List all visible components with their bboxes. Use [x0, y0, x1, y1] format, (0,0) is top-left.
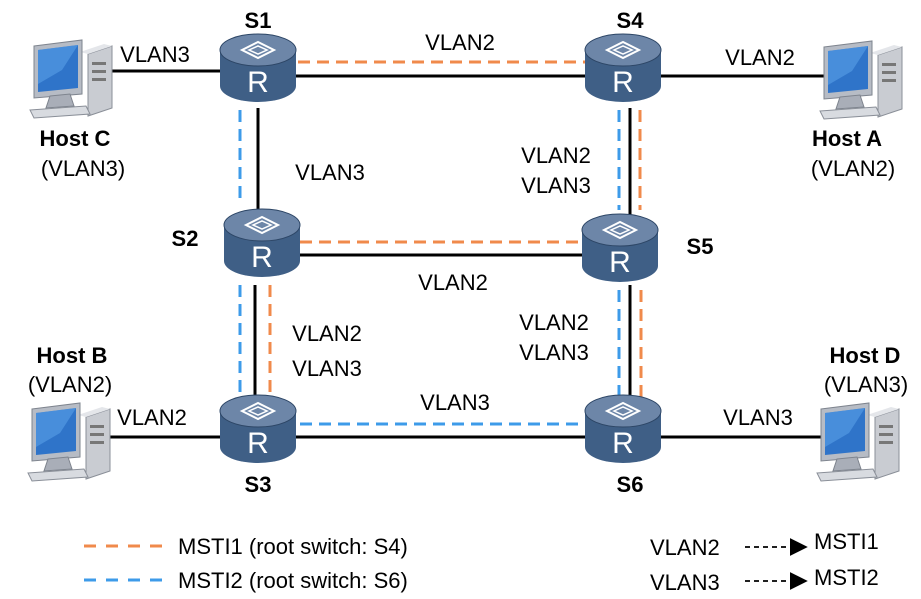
link-label-s1-s4: VLAN2	[425, 30, 495, 55]
switch-s2: R S2	[172, 208, 301, 278]
link-label-s2-s5: VLAN2	[418, 270, 488, 295]
host-c-name: Host C	[40, 126, 111, 151]
computer-icon	[819, 40, 903, 120]
legend-msti1-label: MSTI1 (root switch: S4)	[178, 534, 408, 559]
host-d-vlan: (VLAN3)	[824, 372, 908, 397]
router-glyph-s6: R	[612, 427, 634, 460]
msti2-path	[238, 110, 621, 426]
legend-map1-instance: MSTI1	[814, 529, 879, 554]
link-label-s1-s2: VLAN3	[295, 160, 365, 185]
host-a-name: Host A	[812, 126, 882, 151]
legend-msti2-label: MSTI2 (root switch: S6)	[178, 568, 408, 593]
switch-s1: R S1	[219, 8, 297, 103]
link-label-s5-s6-b: VLAN3	[519, 340, 589, 365]
host-a-vlan: (VLAN2)	[811, 156, 895, 181]
legend-map2-instance: MSTI2	[814, 565, 879, 590]
switch-s4-label: S4	[617, 8, 645, 33]
switch-s1-label: S1	[245, 8, 272, 33]
link-label-s6-hostd: VLAN3	[723, 405, 793, 430]
router-glyph-s2: R	[251, 241, 273, 274]
computer-icon	[816, 402, 900, 482]
host-b: Host B (VLAN2)	[27, 343, 112, 482]
switch-s3: R S3	[219, 394, 297, 497]
switch-s2-label: S2	[172, 226, 199, 251]
host-d-name: Host D	[830, 343, 901, 368]
router-glyph-s1: R	[247, 66, 269, 99]
link-label-s2-s3-b: VLAN3	[292, 356, 362, 381]
switch-s3-label: S3	[245, 472, 272, 497]
link-label-s5-s6-a: VLAN2	[519, 310, 589, 335]
host-c-vlan: (VLAN3)	[41, 156, 125, 181]
router-glyph-s5: R	[609, 246, 631, 279]
link-label-s4-hosta: VLAN2	[725, 45, 795, 70]
host-c: Host C (VLAN3)	[29, 39, 125, 181]
link-label-s2-s3-a: VLAN2	[292, 321, 362, 346]
link-label-s3-s6: VLAN3	[420, 390, 490, 415]
host-a: Host A (VLAN2)	[811, 40, 903, 181]
link-labels: VLAN3 VLAN2 VLAN2 VLAN3 VLAN2 VLAN3 VLAN…	[117, 30, 795, 430]
link-label-hostc-s1: VLAN3	[120, 42, 190, 67]
switch-s6: R S6	[584, 394, 662, 497]
switch-s5-label: S5	[687, 234, 714, 259]
switch-s4: R S4	[584, 8, 662, 103]
link-label-s4-s5-a: VLAN2	[521, 143, 591, 168]
link-label-hostb-s3: VLAN2	[117, 405, 187, 430]
router-glyph-s4: R	[612, 66, 634, 99]
msti1-path	[268, 60, 643, 398]
physical-links	[95, 69, 830, 439]
switch-s5: R S5	[581, 213, 714, 283]
switch-s6-label: S6	[617, 472, 644, 497]
host-d: Host D (VLAN3)	[816, 343, 908, 482]
legend-map2-vlan: VLAN3	[650, 570, 720, 595]
legend-map1-vlan: VLAN2	[650, 535, 720, 560]
legend: MSTI1 (root switch: S4) MSTI2 (root swit…	[84, 529, 879, 595]
link-label-s4-s5-b: VLAN3	[521, 173, 591, 198]
computer-icon	[29, 39, 113, 119]
router-glyph-s3: R	[247, 427, 269, 460]
host-b-name: Host B	[37, 343, 108, 368]
computer-icon	[27, 402, 111, 482]
host-b-vlan: (VLAN2)	[28, 372, 112, 397]
